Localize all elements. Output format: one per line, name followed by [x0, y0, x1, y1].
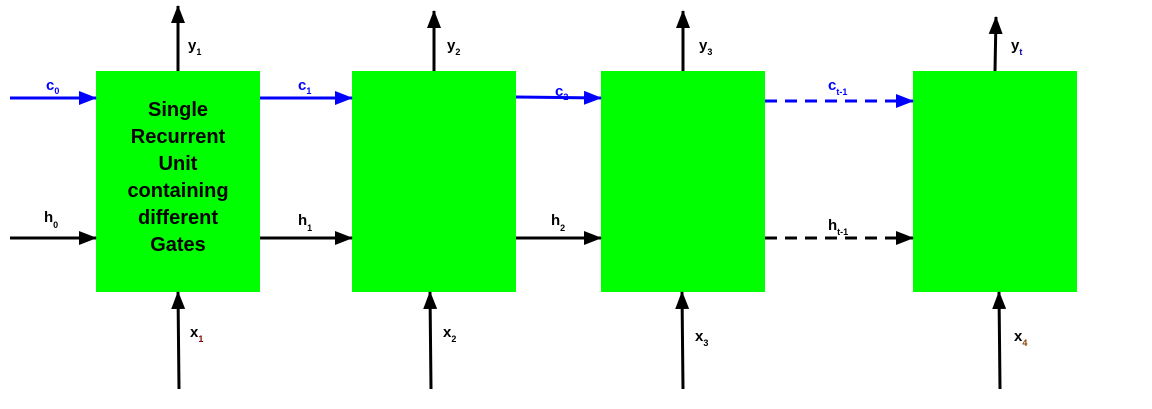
recurrent-unit-3	[601, 71, 765, 292]
label-h1: h1	[298, 212, 312, 233]
label-h0: h0	[44, 209, 58, 230]
input-arrow-x2	[423, 291, 438, 390]
output-arrow-yt	[988, 16, 1003, 72]
input-arrow-x1	[171, 291, 186, 390]
label-yt: yt	[1011, 37, 1022, 57]
recurrent-unit-2	[352, 71, 516, 292]
unit-description: Single Recurrent Unit containing differe…	[127, 99, 228, 256]
label-ht-1: ht-1	[828, 217, 848, 237]
cell-state-arrow-c2	[515, 90, 602, 105]
label-y1: y1	[188, 37, 201, 57]
label-x2: x2	[443, 324, 456, 344]
label-c2: c2	[555, 83, 568, 102]
label-x3: x3	[695, 328, 708, 348]
unit-text-line: Unit	[159, 153, 198, 175]
unit-text-line: Recurrent	[131, 126, 226, 148]
unit-text-line: different	[138, 207, 218, 229]
label-h2: h2	[551, 212, 565, 233]
unit-text-line: Single	[148, 99, 208, 121]
recurrent-unit-1	[96, 71, 260, 292]
label-y3: y3	[699, 37, 712, 57]
unit-text-line: Gates	[150, 234, 206, 256]
recurrent-unit-t	[913, 71, 1077, 292]
unit-text-line: containing	[127, 180, 228, 202]
label-ct-1: ct-1	[828, 77, 847, 97]
label-y2: y2	[447, 37, 460, 57]
label-c1: c1	[298, 77, 311, 96]
label-c0: c0	[46, 77, 59, 96]
label-x1: x1	[190, 324, 203, 344]
input-arrow-x4	[992, 291, 1007, 390]
label-x4: x4	[1014, 328, 1027, 348]
input-arrow-x3	[675, 291, 690, 390]
